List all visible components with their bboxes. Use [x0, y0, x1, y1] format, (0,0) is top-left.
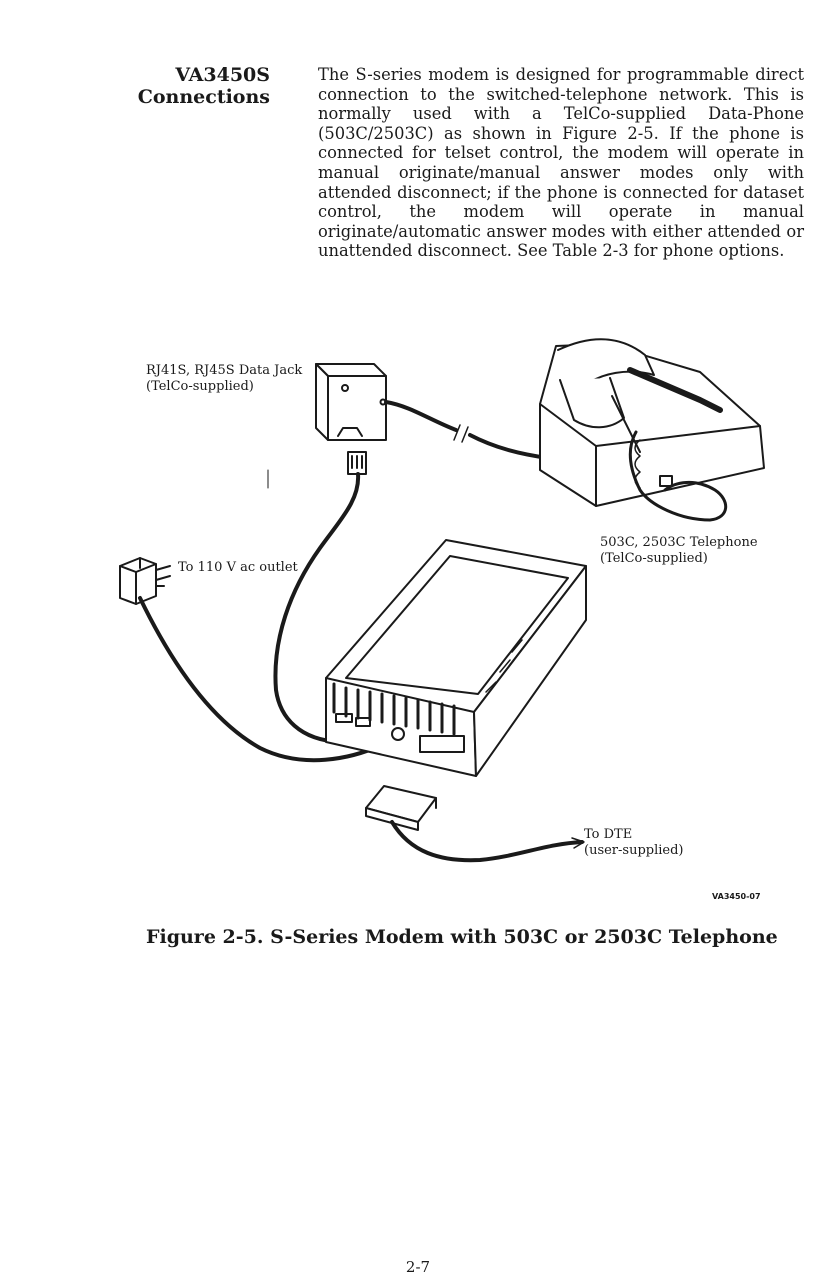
telephone-icon — [539, 338, 765, 522]
data-jack-label: RJ41S, RJ45S Data Jack (TelCo-supplied) — [146, 363, 302, 395]
telephone-label-name: 503C, 2503C Telephone — [600, 535, 758, 550]
ac-adapter-icon — [119, 557, 171, 605]
telephone-label: 503C, 2503C Telephone (TelCo-supplied) — [600, 535, 758, 567]
dte-label: To DTE (user-supplied) — [584, 827, 684, 859]
outlet-label: To 110 V ac outlet — [178, 560, 298, 575]
dte-label-source: (user-supplied) — [584, 843, 684, 858]
figure-id: VA3450-07 — [712, 892, 761, 901]
modular-plug-icon — [347, 451, 367, 475]
data-jack-label-source: (TelCo-supplied) — [146, 379, 254, 394]
section-heading: VA3450S Connections — [120, 64, 270, 108]
jack-phone-cord — [384, 400, 458, 432]
section-heading-title: Connections — [137, 86, 270, 108]
telephone-label-source: (TelCo-supplied) — [600, 551, 708, 566]
data-jack-icon — [315, 363, 387, 441]
power-cord — [138, 596, 394, 763]
data-jack-label-name: RJ41S, RJ45S Data Jack — [146, 363, 303, 378]
dte-label-name: To DTE — [584, 827, 633, 842]
figure-caption: Figure 2-5. S-Series Modem with 503C or … — [146, 926, 778, 948]
modem-icon — [325, 539, 587, 777]
section-heading-model: VA3450S — [175, 64, 270, 86]
dte-connector-icon — [365, 785, 437, 831]
dte-cable — [390, 820, 584, 863]
section-body-text: The S-series modem is designed for progr… — [318, 65, 804, 261]
page-number: 2-7 — [405, 1258, 431, 1276]
